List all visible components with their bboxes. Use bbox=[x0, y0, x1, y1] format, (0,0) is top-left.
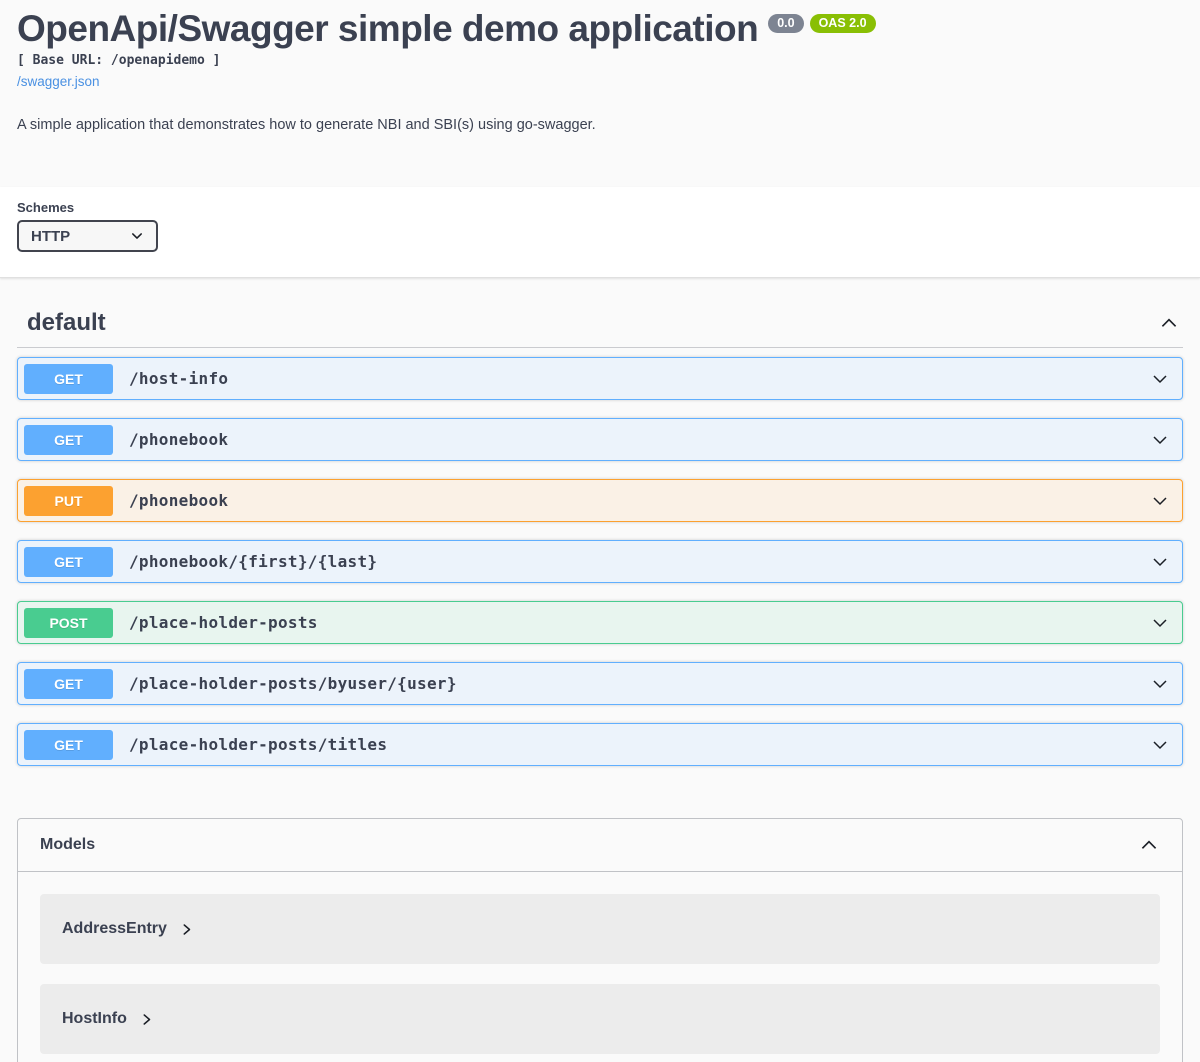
method-badge: GET bbox=[24, 729, 113, 760]
method-badge: POST bbox=[24, 607, 113, 638]
api-info-section: OpenApi/Swagger simple demo application … bbox=[0, 0, 1200, 187]
operation-list: GET /host-info GET /phonebook PUT /phone… bbox=[17, 357, 1183, 766]
operation-path: /place-holder-posts/titles bbox=[129, 735, 388, 754]
page-title: OpenApi/Swagger simple demo application bbox=[17, 8, 759, 49]
models-section: Models AddressEntry HostInfo bbox=[17, 818, 1183, 1062]
oas-version-badge: OAS 2.0 bbox=[809, 14, 876, 33]
opblock-get-place-holder-posts-titles[interactable]: GET /place-holder-posts/titles bbox=[17, 723, 1183, 766]
scheme-container: Schemes HTTP bbox=[0, 187, 1200, 278]
schemes-label: Schemes bbox=[17, 200, 75, 215]
collapse-models-button[interactable] bbox=[1138, 834, 1160, 856]
chevron-down-icon[interactable] bbox=[1150, 613, 1170, 633]
operation-path: /place-holder-posts/byuser/{user} bbox=[129, 674, 457, 693]
base-url: [ Base URL: /openapidemo ] bbox=[17, 53, 221, 68]
operation-path: /place-holder-posts bbox=[129, 613, 318, 632]
opblock-put-phonebook[interactable]: PUT /phonebook bbox=[17, 479, 1183, 522]
method-badge: PUT bbox=[24, 485, 113, 516]
models-header[interactable]: Models bbox=[18, 819, 1182, 872]
model-hostinfo[interactable]: HostInfo bbox=[40, 984, 1160, 1054]
method-badge: GET bbox=[24, 668, 113, 699]
swagger-json-link[interactable]: /swagger.json bbox=[17, 74, 100, 89]
model-addressentry[interactable]: AddressEntry bbox=[40, 894, 1160, 964]
opblock-get-host-info[interactable]: GET /host-info bbox=[17, 357, 1183, 400]
operation-path: /phonebook/{first}/{last} bbox=[129, 552, 378, 571]
title-badges: 0.0 OAS 2.0 bbox=[768, 14, 876, 33]
scheme-selected-value: HTTP bbox=[31, 227, 71, 245]
version-badge: 0.0 bbox=[768, 14, 804, 33]
title-row: OpenApi/Swagger simple demo application … bbox=[17, 8, 1183, 50]
model-name: HostInfo bbox=[62, 1010, 127, 1027]
chevron-down-icon[interactable] bbox=[1150, 430, 1170, 450]
method-badge: GET bbox=[24, 546, 113, 577]
scheme-select[interactable]: HTTP bbox=[17, 220, 158, 252]
chevron-right-icon bbox=[139, 1012, 154, 1027]
models-content: AddressEntry HostInfo bbox=[18, 872, 1182, 1062]
method-badge: GET bbox=[24, 424, 113, 455]
model-name: AddressEntry bbox=[62, 920, 167, 937]
chevron-down-icon[interactable] bbox=[1150, 735, 1170, 755]
chevron-up-icon bbox=[1138, 840, 1160, 859]
tag-title: default bbox=[27, 309, 106, 336]
opblock-get-phonebook[interactable]: GET /phonebook bbox=[17, 418, 1183, 461]
api-description: A simple application that demonstrates h… bbox=[17, 117, 596, 133]
collapse-section-button[interactable] bbox=[1158, 312, 1180, 334]
tag-section-default[interactable]: default bbox=[17, 309, 1183, 348]
opblock-post-place-holder-posts[interactable]: POST /place-holder-posts bbox=[17, 601, 1183, 644]
opblock-get-place-holder-posts-byuser[interactable]: GET /place-holder-posts/byuser/{user} bbox=[17, 662, 1183, 705]
method-badge: GET bbox=[24, 363, 113, 394]
operation-path: /phonebook bbox=[129, 491, 229, 510]
chevron-down-icon bbox=[130, 229, 144, 243]
api-operations-wrap: default GET /host-info GET /phonebook PU… bbox=[0, 309, 1200, 1062]
chevron-down-icon[interactable] bbox=[1150, 491, 1170, 511]
models-title: Models bbox=[40, 836, 96, 853]
operation-path: /host-info bbox=[129, 369, 229, 388]
chevron-down-icon[interactable] bbox=[1150, 369, 1170, 389]
chevron-up-icon bbox=[1158, 318, 1180, 337]
chevron-down-icon[interactable] bbox=[1150, 674, 1170, 694]
chevron-down-icon[interactable] bbox=[1150, 552, 1170, 572]
opblock-get-phonebook-first-last[interactable]: GET /phonebook/{first}/{last} bbox=[17, 540, 1183, 583]
chevron-right-icon bbox=[179, 922, 194, 937]
operation-path: /phonebook bbox=[129, 430, 229, 449]
